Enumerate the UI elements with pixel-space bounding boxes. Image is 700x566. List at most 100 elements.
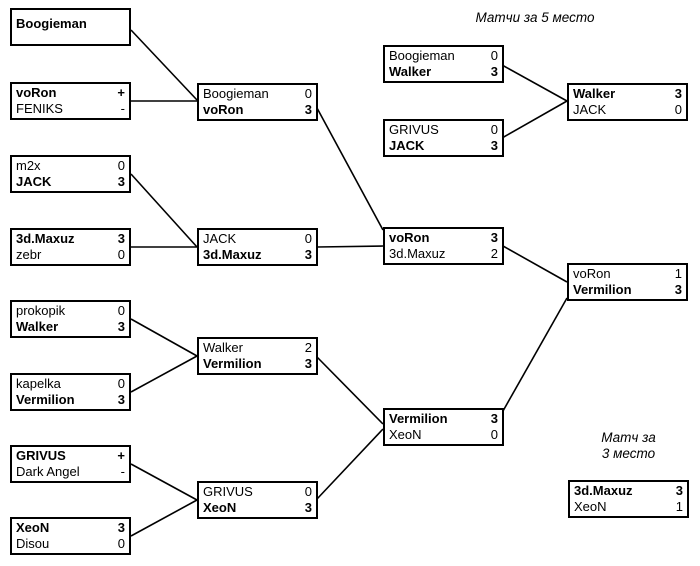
player-score: 1 bbox=[675, 499, 683, 515]
player-row: GRIVUS + bbox=[12, 448, 129, 464]
player-name: voRon bbox=[573, 265, 611, 281]
player-row: Vermilion 3 bbox=[199, 356, 316, 372]
player-name: Walker bbox=[16, 319, 59, 335]
bracket-connector bbox=[502, 245, 568, 283]
player-score: 2 bbox=[490, 246, 498, 262]
player-score: 0 bbox=[117, 247, 125, 263]
match-r1-3dmaxuz-zebr: 3d.Maxuz 3 zebr 0 bbox=[10, 228, 131, 266]
player-row: FENIKS - bbox=[12, 101, 129, 117]
player-name: Vermilion bbox=[16, 392, 75, 408]
player-score: 0 bbox=[304, 85, 312, 101]
player-name: XeoN bbox=[574, 499, 607, 515]
match-5th-boogieman-walker: Boogieman 0 Walker 3 bbox=[383, 45, 504, 83]
player-row: m2x 0 bbox=[12, 158, 129, 174]
player-score: 3 bbox=[490, 410, 498, 426]
player-name: JACK bbox=[16, 174, 52, 190]
bracket-connector bbox=[316, 356, 384, 425]
player-score: 0 bbox=[117, 302, 125, 318]
player-row: Walker 2 bbox=[199, 340, 316, 356]
player-score: 3 bbox=[490, 64, 498, 80]
player-row: Boogieman 0 bbox=[385, 48, 502, 64]
player-name: Dark Angel bbox=[16, 464, 80, 480]
player-score: 0 bbox=[674, 102, 682, 118]
player-row: Boogieman bbox=[12, 16, 129, 32]
player-score: 3 bbox=[117, 174, 125, 190]
match-r1-m2x-jack: m2x 0 JACK 3 bbox=[10, 155, 131, 193]
player-score: 0 bbox=[117, 375, 125, 391]
third-place-title-line2: 3 место bbox=[601, 446, 656, 461]
player-name: 3d.Maxuz bbox=[389, 246, 446, 262]
player-name: XeoN bbox=[389, 427, 422, 443]
third-place-title: Матч за 3 место bbox=[568, 430, 689, 462]
player-row: prokopik 0 bbox=[12, 303, 129, 319]
player-score: 0 bbox=[490, 427, 498, 443]
player-name: GRIVUS bbox=[203, 483, 253, 499]
player-row: zebr 0 bbox=[12, 247, 129, 263]
player-name: GRIVUS bbox=[389, 121, 439, 137]
match-sf-voron-3dmaxuz: voRon 3 3d.Maxuz 2 bbox=[383, 227, 504, 265]
player-name: voRon bbox=[389, 229, 430, 245]
player-name: JACK bbox=[573, 102, 607, 118]
player-row: Vermilion 3 bbox=[569, 282, 686, 298]
match-r2-jack-3dmaxuz: JACK 0 3d.Maxuz 3 bbox=[197, 228, 318, 266]
player-name: Vermilion bbox=[389, 410, 448, 426]
match-r1-grivus-darkangel: GRIVUS + Dark Angel - bbox=[10, 445, 131, 483]
player-row: 3d.Maxuz 2 bbox=[385, 246, 502, 262]
player-name: Vermilion bbox=[573, 282, 632, 298]
player-score: 3 bbox=[117, 392, 125, 408]
bracket-connector bbox=[130, 29, 198, 101]
match-r1-kapelka-vermilion: kapelka 0 Vermilion 3 bbox=[10, 373, 131, 411]
bracket-connector bbox=[130, 173, 198, 248]
player-name: JACK bbox=[389, 138, 425, 154]
bracket-connector bbox=[502, 297, 568, 412]
player-score: - bbox=[120, 101, 125, 117]
match-5th-final: Walker 3 JACK 0 bbox=[567, 83, 688, 121]
player-name: kapelka bbox=[16, 375, 61, 391]
match-r1-voron-feniks: voRon + FENIKS - bbox=[10, 82, 131, 120]
player-row: GRIVUS 0 bbox=[385, 122, 502, 138]
bracket-connector bbox=[130, 499, 198, 537]
player-name: JACK bbox=[203, 230, 237, 246]
player-name: m2x bbox=[16, 157, 41, 173]
player-row: voRon 1 bbox=[569, 266, 686, 282]
player-score: 3 bbox=[117, 230, 125, 246]
player-score: 0 bbox=[490, 47, 498, 63]
player-name: voRon bbox=[203, 102, 244, 118]
player-row: Dark Angel - bbox=[12, 464, 129, 480]
player-row: voRon 3 bbox=[199, 102, 316, 118]
player-row: Boogieman 0 bbox=[199, 86, 316, 102]
player-score: 3 bbox=[117, 519, 125, 535]
player-name: Walker bbox=[203, 339, 243, 355]
player-row: kapelka 0 bbox=[12, 376, 129, 392]
bracket-connector bbox=[316, 245, 384, 248]
player-name: Boogieman bbox=[16, 16, 87, 31]
match-3rd-place: 3d.Maxuz 3 XeoN 1 bbox=[568, 480, 689, 518]
player-score: 3 bbox=[674, 282, 682, 298]
match-r2-grivus-xeon: GRIVUS 0 XeoN 3 bbox=[197, 481, 318, 519]
player-score: 3 bbox=[490, 229, 498, 245]
player-row: JACK 3 bbox=[385, 138, 502, 154]
player-score: 3 bbox=[117, 319, 125, 335]
bracket-connector bbox=[130, 355, 198, 393]
match-r1-xeon-disou: XeoN 3 Disou 0 bbox=[10, 517, 131, 555]
player-row: Walker 3 bbox=[12, 319, 129, 335]
bracket-connector bbox=[316, 428, 384, 500]
player-row: JACK 0 bbox=[569, 102, 686, 118]
player-score: 1 bbox=[674, 265, 682, 281]
player-score: 3 bbox=[675, 482, 683, 498]
player-row: XeoN 1 bbox=[570, 499, 687, 515]
player-name: voRon bbox=[16, 84, 57, 100]
player-name: Walker bbox=[389, 64, 432, 80]
player-row: XeoN 3 bbox=[12, 520, 129, 536]
match-r2-walker-vermilion: Walker 2 Vermilion 3 bbox=[197, 337, 318, 375]
player-score: 3 bbox=[304, 102, 312, 118]
match-final: voRon 1 Vermilion 3 bbox=[567, 263, 688, 301]
player-row: 3d.Maxuz 3 bbox=[12, 231, 129, 247]
bracket-connector bbox=[501, 64, 568, 102]
player-name: XeoN bbox=[203, 500, 237, 516]
match-r2-boogieman-voron: Boogieman 0 voRon 3 bbox=[197, 83, 318, 121]
bracket-connector bbox=[501, 100, 568, 139]
player-row: Walker 3 bbox=[569, 86, 686, 102]
player-row: JACK 0 bbox=[199, 231, 316, 247]
